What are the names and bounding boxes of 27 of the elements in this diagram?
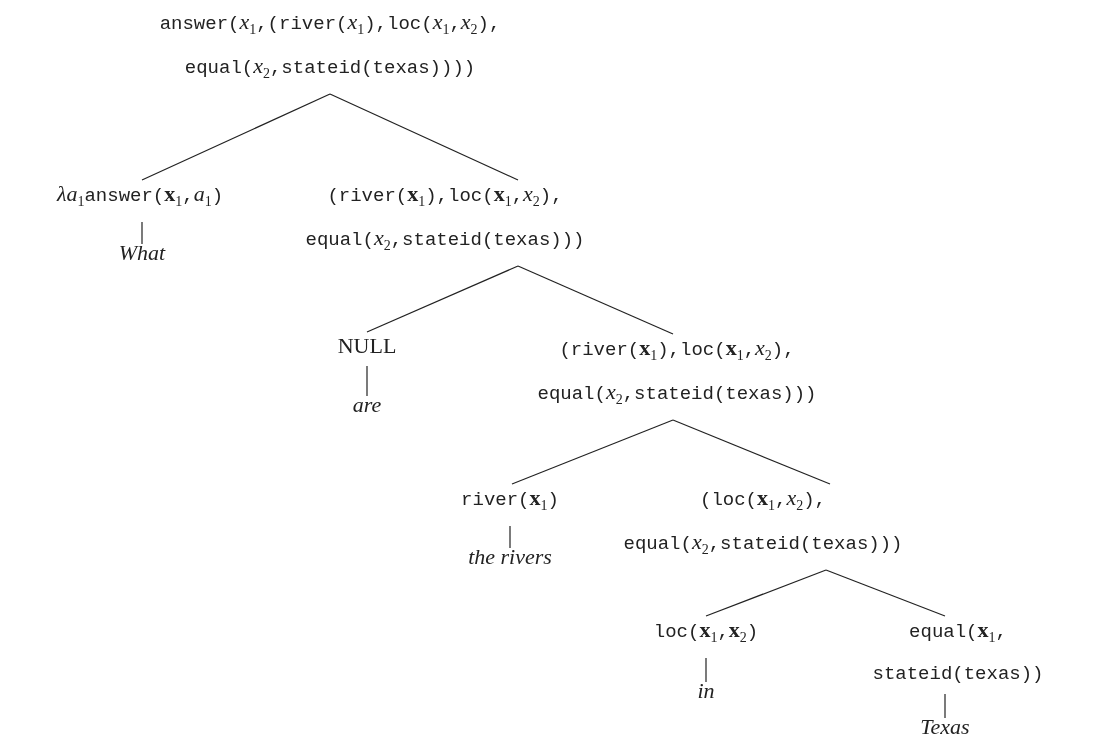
tree-branch [141,221,143,245]
logical-form: river(x$_{1}$) [430,480,590,524]
tree-branch [511,419,674,485]
logical-form: (river(x$_{1}$),loc(x$_{1}$,x$_{2}$), equal(x$_{2}$,stateid(texas))) [522,330,832,418]
tree-branch [672,419,831,485]
sentence-word: the rivers [440,544,580,570]
logical-form: (river(x$_{1}$),loc(x$_{1}$,x$_{2}$), equal(x$_{2}$,stateid(texas))) [290,176,600,264]
tree-branch [705,657,707,683]
tree-branch [141,93,331,181]
tree-branch [825,569,946,617]
tree-branch [329,93,519,181]
sentence-word: Texas [900,714,990,740]
logical-form: loc(x$_{1}$,x$_{2}$) [621,612,791,656]
tree-branch [944,693,946,719]
tree-branch [509,525,511,549]
tree-branch [366,365,368,397]
logical-form: equal(x$_{1}$, stateid(texas)) [843,612,1073,692]
logical-form: λa$_{1}$answer(x$_{1}$,a$_{1}$) [0,176,280,220]
logical-form: answer(x$_{1}$,(river(x$_{1}$),loc(x$_{1}$,x$_{2}$), equal(x$_{2}$,stateid(texas)))) [120,4,540,92]
logical-form: (loc(x$_{1}$,x$_{2}$), equal(x$_{2}$,stateid(texas))) [608,480,918,568]
null-symbol: NULL [322,328,412,364]
tree-branch [366,265,519,333]
tree-branch [705,569,827,617]
tree-branch [517,265,674,335]
sentence-word: are [337,392,397,418]
sentence-word: in [681,678,731,704]
sentence-word: What [102,240,182,266]
